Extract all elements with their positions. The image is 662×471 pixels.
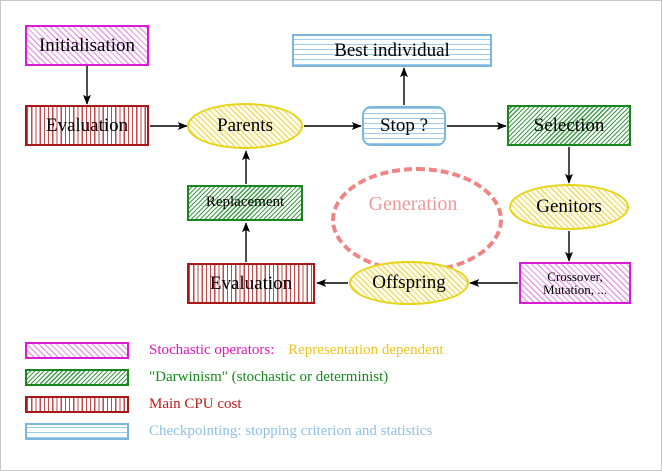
legend-row-darwinism: "Darwinism" (stochastic or determinist) (1, 364, 661, 391)
node-stop-label: Stop ? (379, 115, 429, 137)
node-selection[interactable]: Selection (507, 105, 631, 146)
node-genitors[interactable]: Genitors (509, 184, 629, 230)
node-crossover-mutation[interactable]: Crossover, Mutation, ... (519, 262, 631, 304)
node-selection-label: Selection (533, 114, 605, 136)
node-parents-label: Parents (217, 115, 273, 137)
node-best-individual[interactable]: Best individual (292, 34, 492, 67)
legend-swatch-cpu (25, 396, 129, 413)
generation-ellipse (331, 167, 503, 273)
legend-label-checkpointing: Checkpointing: stopping criterion and st… (149, 423, 433, 439)
node-replacement[interactable]: Replacement (187, 185, 303, 221)
node-replacement-label: Replacement (205, 194, 285, 211)
legend-row-cpu: Main CPU cost (1, 391, 661, 418)
legend-label-representation: Representation dependent (288, 342, 444, 358)
legend-label-darwinism: "Darwinism" (stochastic or determinist) (149, 369, 389, 385)
node-evaluation-bottom[interactable]: Evaluation (187, 263, 315, 304)
node-parents[interactable]: Parents (187, 103, 303, 149)
legend-label-stochastic: Stochastic operators: (149, 342, 275, 358)
legend-swatch-checkpointing (25, 423, 129, 440)
node-offspring[interactable]: Offspring (349, 261, 469, 305)
legend-swatch-darwinism (25, 369, 129, 386)
legend-text-stochastic: Stochastic operators: Representation dep… (149, 342, 444, 359)
node-evaluation-bottom-label: Evaluation (209, 272, 293, 294)
legend-swatch-stochastic (25, 342, 129, 359)
legend-row-stochastic: Stochastic operators: Representation dep… (1, 337, 661, 364)
node-offspring-label: Offspring (372, 272, 446, 294)
node-stop[interactable]: Stop ? (362, 106, 446, 146)
node-evaluation-top-label: Evaluation (45, 114, 129, 136)
node-initialisation[interactable]: Initialisation (25, 25, 149, 66)
generation-label: Generation (368, 193, 458, 215)
node-crossover-mutation-label: Crossover, Mutation, ... (543, 268, 607, 297)
node-evaluation-top[interactable]: Evaluation (25, 105, 149, 146)
node-genitors-label: Genitors (536, 196, 602, 218)
node-best-individual-label: Best individual (334, 39, 450, 61)
legend-row-checkpointing: Checkpointing: stopping criterion and st… (1, 418, 661, 445)
node-initialisation-label: Initialisation (38, 34, 136, 56)
legend-label-cpu: Main CPU cost (149, 396, 242, 412)
legend: Stochastic operators: Representation dep… (1, 337, 661, 445)
